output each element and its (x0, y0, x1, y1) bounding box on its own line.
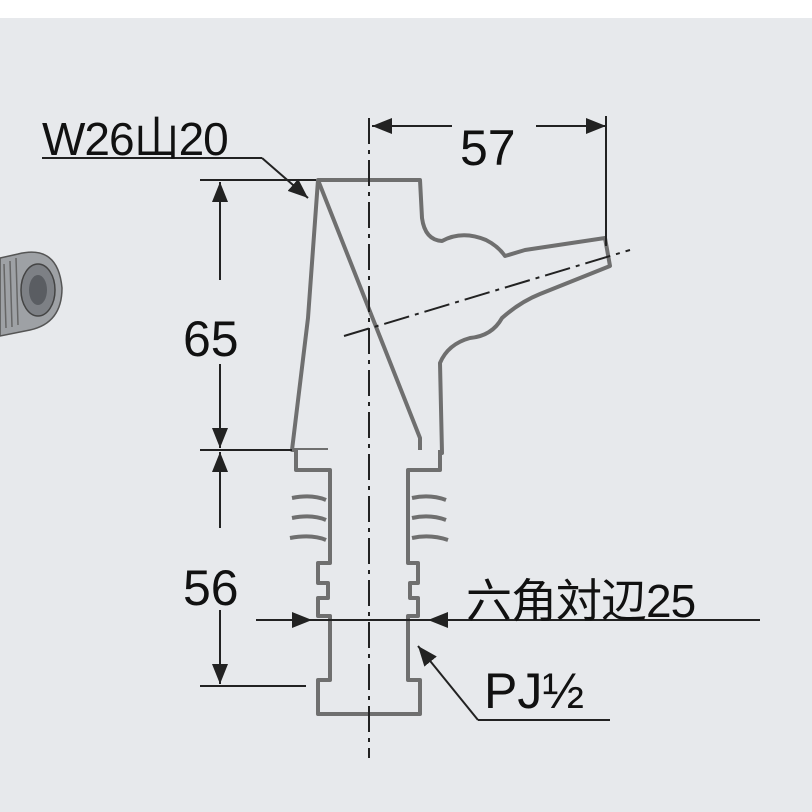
dimension-lines (42, 116, 760, 721)
pipe-thread-label: PJ½ (484, 663, 585, 719)
adjacent-nut-fragment (0, 251, 63, 337)
lower-height-dimension-label: 56 (183, 560, 239, 616)
diagram-panel: W26山20 57 65 56 六角対辺25 PJ½ (0, 18, 812, 812)
faucet-body (289, 178, 612, 716)
centerlines (343, 118, 631, 758)
thread-spec-label: W26山20 (42, 113, 229, 165)
upper-height-dimension-label: 65 (183, 311, 239, 367)
hex-size-label: 六角対辺25 (466, 575, 696, 627)
technical-drawing (0, 116, 760, 758)
width-dimension-label: 57 (460, 120, 516, 176)
